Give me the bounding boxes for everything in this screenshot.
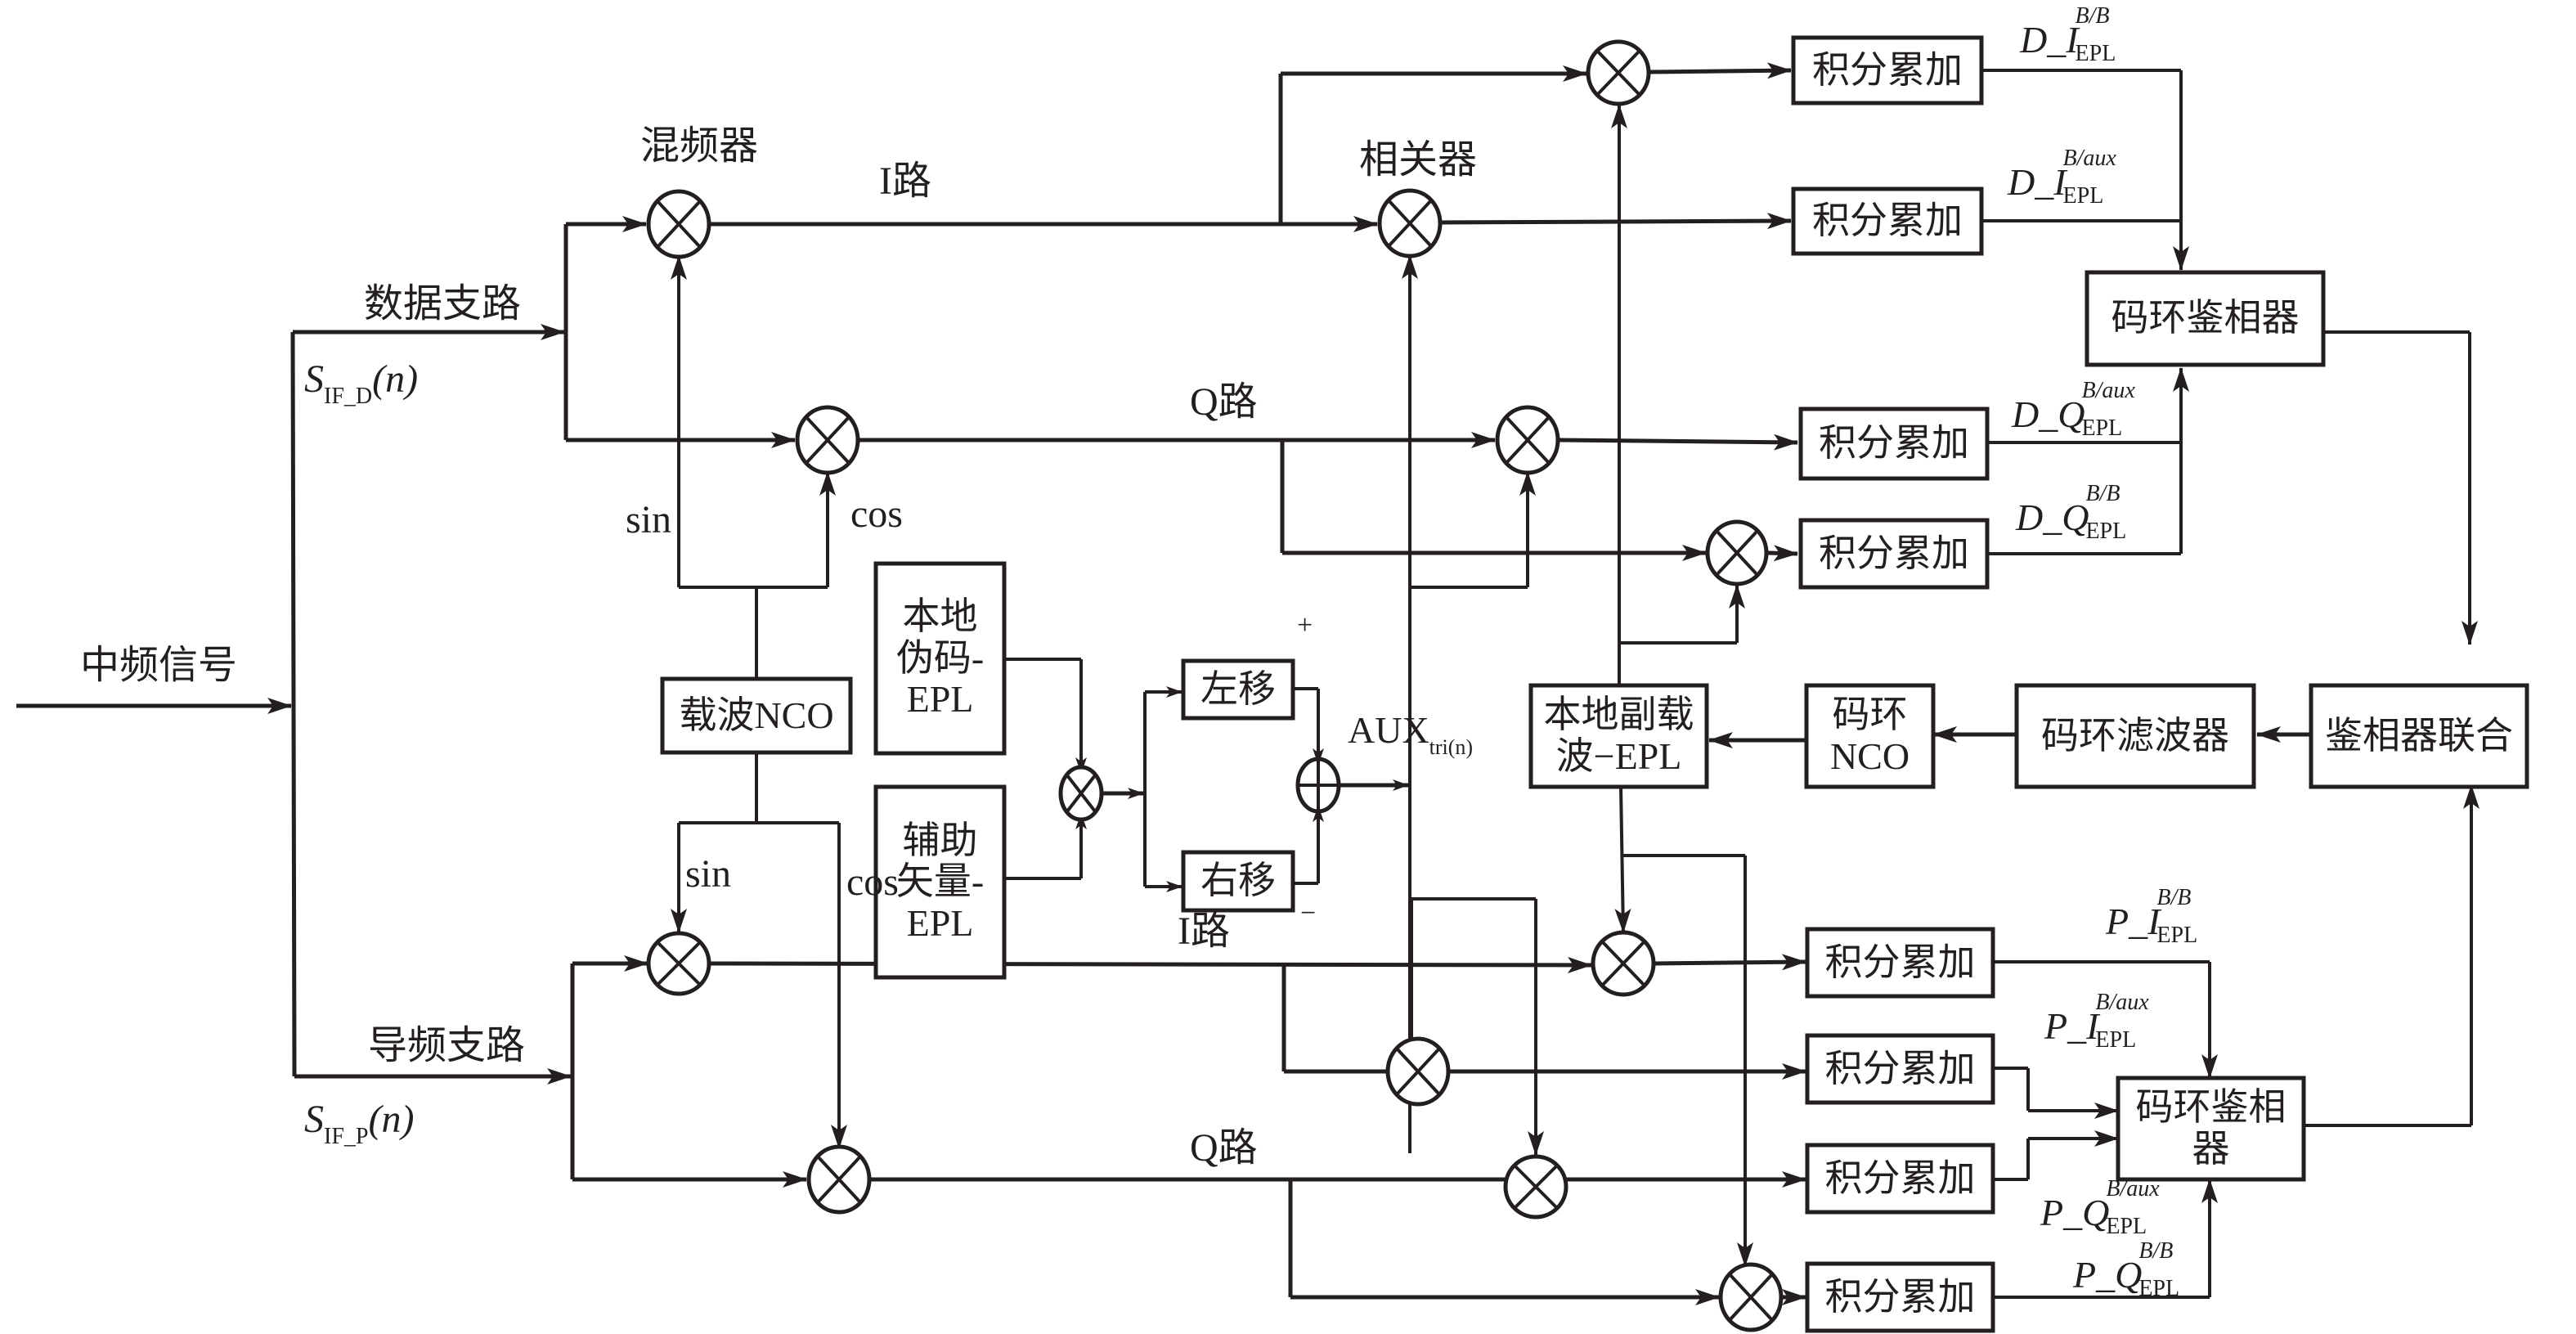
integrator-label: 积分累加	[1824, 1275, 1976, 1318]
minus-sign: −	[1300, 898, 1317, 928]
local-subcarrier-box	[1528, 683, 1709, 789]
p-i-bb-to-int	[1654, 954, 1806, 971]
code-nco-line-2: NCO	[1829, 735, 1910, 777]
data-i-path-label: I路	[879, 159, 931, 203]
integrator-d-i-aux	[1791, 186, 1984, 256]
correlator-d-i-aux	[1377, 188, 1443, 258]
code-loop-filter-box	[2014, 683, 2256, 789]
code-nco-line-1: 码环	[1832, 694, 1908, 736]
d-q-aux-to-int	[1558, 433, 1798, 451]
code-nco-label: 码环 NCO	[1806, 685, 1933, 787]
summer	[1295, 757, 1341, 814]
plus-sign: +	[1297, 610, 1313, 640]
integrator-label: 积分累加	[1812, 48, 1963, 91]
mixer-data-q	[795, 405, 860, 475]
local-prn-line-3: EPL	[906, 678, 974, 721]
integrator-label: 积分累加	[1812, 200, 1963, 242]
code-nco-box	[1804, 683, 1936, 789]
split-vertical	[290, 331, 297, 1077]
subcarrier-down	[1614, 786, 1631, 933]
cos-data-label: cos	[850, 492, 903, 536]
integrator-d-q-aux	[1798, 406, 1990, 481]
integrator-p-i-aux	[1805, 1033, 1995, 1105]
local-subcarrier-line-2: 波−EPL	[1555, 735, 1682, 777]
correlator-d-q-aux	[1495, 405, 1560, 475]
local-subcarrier-label: 本地副载 波−EPL	[1531, 685, 1707, 787]
pilot-i-path-label: I路	[1178, 910, 1230, 953]
left-shift-box	[1181, 658, 1295, 721]
pilot-discriminator-box	[2116, 1076, 2306, 1182]
right-shift-label: 右移	[1200, 860, 1276, 902]
integrator-label: 积分累加	[1819, 532, 1969, 574]
pilot-discriminator-label: 码环鉴相器	[2135, 1086, 2287, 1170]
local-prn-box	[873, 561, 1007, 756]
integrator-label: 积分累加	[1824, 1157, 1976, 1199]
local-prn-line-1: 本地	[902, 595, 978, 638]
d-i-aux-to-int	[1440, 213, 1792, 230]
discriminator-combiner-box	[2309, 683, 2529, 789]
local-prn-line-2: 伪码-	[895, 636, 985, 679]
d-i-bb-to-int	[1649, 62, 1792, 79]
integrator-label: 积分累加	[1824, 1047, 1976, 1089]
mixer-data-i	[646, 189, 711, 259]
mixer-pilot-q	[806, 1144, 872, 1215]
aux-vector-line-3: EPL	[906, 901, 974, 944]
aux-output-label: AUXtri(n)	[1348, 709, 1474, 759]
data-q-path-label: Q路	[1190, 380, 1258, 424]
correlator-d-q-bb	[1705, 519, 1769, 586]
cos-pilot-label: cos	[846, 860, 899, 904]
pilot-i-path	[709, 956, 1592, 973]
aux-vector-label: 辅助 矢量- EPL	[876, 787, 1004, 977]
carrier-nco-label: 载波NCO	[679, 694, 834, 736]
integrator-label: 积分累加	[1819, 422, 1969, 465]
code-loop-filter-label: 码环滤波器	[2041, 714, 2229, 757]
local-subcarrier-line-1: 本地副载	[1543, 694, 1694, 736]
correlator-p-q-aux	[1503, 1154, 1568, 1219]
mixer-label: 混频器	[640, 124, 759, 168]
correlator-p-i-bb	[1591, 930, 1656, 997]
sin-pilot-label: sin	[685, 852, 732, 896]
d-q-bb-to-int	[1767, 545, 1798, 562]
correlator-label: 相关器	[1359, 138, 1478, 182]
data-discriminator-label: 码环鉴相器	[2111, 297, 2300, 339]
pilot-q-path-label: Q路	[1190, 1126, 1258, 1170]
data-branch-label: 数据支路	[364, 282, 522, 326]
integrator-label: 积分累加	[1824, 941, 1976, 983]
local-prn-label: 本地 伪码- EPL	[876, 564, 1004, 753]
integrator-d-q-bb	[1798, 518, 1990, 590]
discriminator-combiner-label: 鉴相器联合	[2325, 714, 2513, 757]
pilot-branch-label: 导频支路	[368, 1024, 526, 1067]
integrator-p-q-bb	[1805, 1261, 1995, 1333]
correlator-d-i-bb	[1586, 39, 1651, 106]
carrier-nco-box	[660, 676, 853, 755]
code-mixer	[1058, 765, 1104, 822]
input-label: 中频信号	[80, 644, 238, 687]
data-signal-label: SIF_D(n)	[304, 357, 419, 409]
mixer-pilot-i	[646, 931, 711, 996]
sin-data-label: sin	[626, 498, 672, 541]
aux-vector-line-1: 辅助	[902, 819, 978, 861]
integrator-p-i-bb	[1805, 927, 1995, 999]
aux-vector-box	[873, 784, 1007, 980]
correlator-p-i-aux	[1385, 1036, 1451, 1107]
integrator-d-i-bb	[1791, 35, 1984, 106]
data-discriminator-box	[2085, 270, 2326, 367]
pilot-signal-label: SIF_P(n)	[304, 1098, 415, 1149]
correlator-p-q-bb	[1718, 1262, 1784, 1332]
aux-vector-line-2: 矢量-	[895, 860, 985, 903]
left-shift-label: 左移	[1200, 667, 1276, 710]
integrator-p-q-aux	[1805, 1143, 1995, 1215]
right-shift-box	[1181, 850, 1295, 913]
